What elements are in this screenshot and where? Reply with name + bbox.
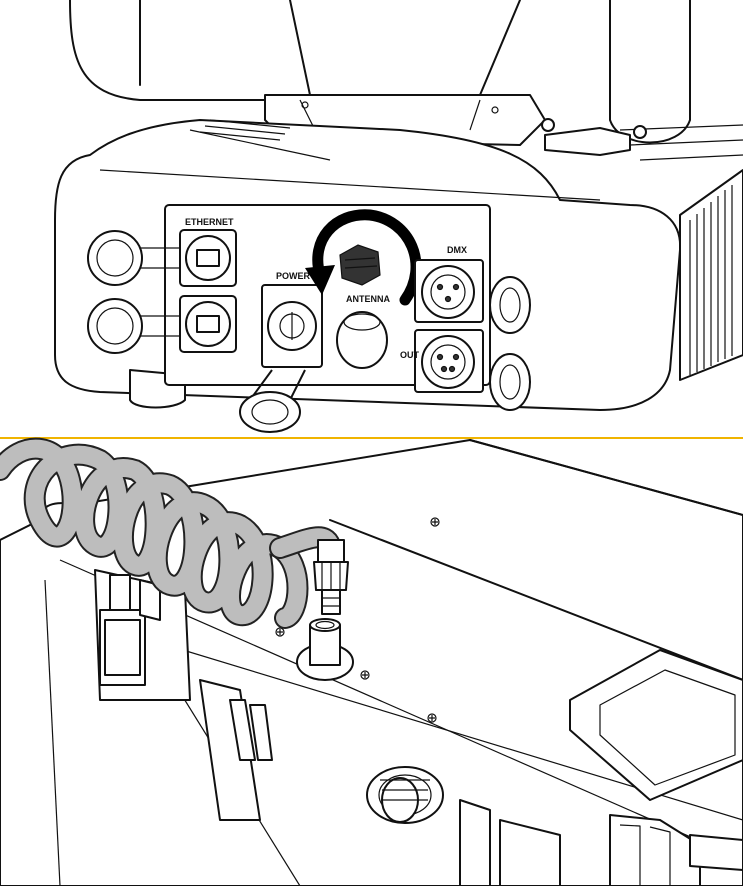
pressure-valve-knob xyxy=(366,766,444,824)
power-label: POWER xyxy=(276,271,311,281)
power-connector xyxy=(239,284,323,433)
top-panel-device: ETHERNET POWER ANTENNA xyxy=(54,0,743,433)
case-latch-right xyxy=(609,814,743,886)
top-vent xyxy=(199,119,291,141)
bottom-panel-case xyxy=(0,437,743,886)
side-vent xyxy=(619,124,743,381)
dmx-connectors xyxy=(414,259,531,411)
hose-fitting xyxy=(313,539,349,615)
valve-port xyxy=(296,618,354,681)
display-window xyxy=(569,649,743,801)
antenna-connector xyxy=(336,244,388,369)
ethernet-connectors xyxy=(87,229,237,354)
antenna-label: ANTENNA xyxy=(346,294,390,304)
ethernet-label: ETHERNET xyxy=(185,217,234,227)
out-label: OUT xyxy=(400,350,420,360)
case-latch xyxy=(94,569,191,701)
dmx-label: DMX xyxy=(447,245,467,255)
